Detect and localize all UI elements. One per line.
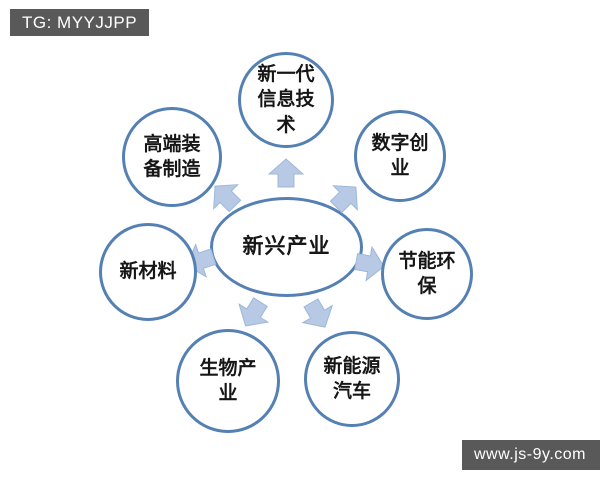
node-new-materials: 新材料 (99, 223, 197, 321)
node-new-energy-vehicles: 新能源 汽车 (304, 331, 400, 427)
node-energy-saving-env: 节能环 保 (381, 228, 473, 320)
arrow-up-right-icon (323, 174, 370, 221)
node-digital-startup: 数字创 业 (354, 110, 446, 202)
arrow-right-icon (352, 244, 388, 285)
watermark-tag-bottom-right: www.js-9y.com (462, 440, 600, 470)
arrow-down-left-icon (230, 292, 276, 337)
arrow-up-left-icon (202, 173, 249, 220)
node-bio-industry: 生物产 业 (176, 329, 280, 433)
node-high-end-equipment: 高端装 备制造 (122, 107, 222, 207)
hub-node-emerging-industries: 新兴产业 (210, 197, 363, 297)
node-new-gen-info-tech: 新一代 信息技 术 (238, 52, 334, 148)
watermark-tag-top-left: TG: MYYJJPP (10, 9, 150, 36)
arrow-down-right-icon (295, 293, 341, 337)
arrow-up-icon (268, 158, 304, 188)
